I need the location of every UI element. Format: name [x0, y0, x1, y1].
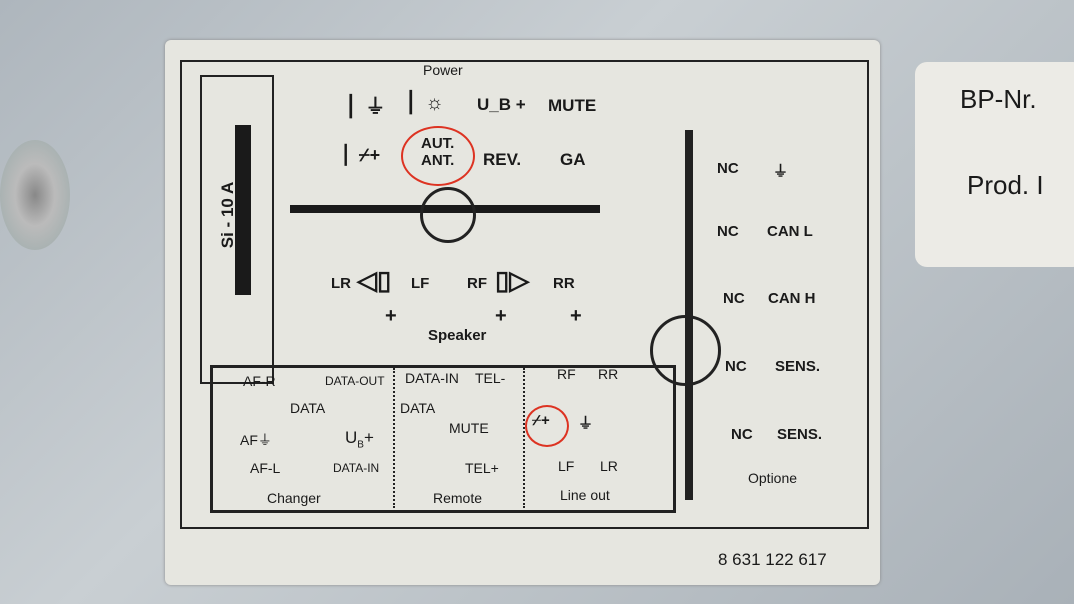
changer-af-gnd: AF⏚: [240, 432, 272, 448]
changer-data-out: DATA-OUT: [325, 374, 385, 388]
opt-gnd: ⏚: [773, 163, 789, 180]
lineout-rf: RF: [557, 366, 576, 382]
changer-data-in: DATA-IN: [333, 461, 380, 475]
switch-plus-icon: ▏⌿+: [345, 145, 381, 165]
locator-ring: [420, 187, 476, 243]
ground-icon-2: ⏚: [578, 415, 594, 432]
changer-ub-sub: B: [357, 439, 364, 451]
section-divider: [393, 368, 395, 508]
ub-label: U_B +: [477, 95, 526, 114]
speaker-lr: LR: [331, 275, 351, 292]
remote-tel-minus: TEL-: [475, 370, 506, 386]
opt-nc-1: NC: [717, 160, 739, 177]
ga-label: GA: [560, 150, 586, 169]
lineout-lf: LF: [558, 458, 575, 474]
sticker: BP-Nr. Prod. I: [915, 62, 1074, 267]
changer-af-l: AF-L: [250, 460, 281, 476]
fuse-bar: [235, 125, 251, 295]
changer-af-r: AF-R: [243, 373, 276, 389]
fuse-label: Si - 10 A: [218, 181, 238, 249]
bp-nr-label: BP-Nr.: [960, 84, 1037, 114]
optione-frame: [685, 130, 843, 500]
ground-icon: ▏⏚: [350, 96, 386, 118]
speaker-rf: RF: [467, 275, 487, 292]
speaker-icon-right: ▯▷: [495, 265, 530, 295]
mini-iso-frame: [210, 365, 676, 513]
speaker-plus-2: +: [495, 305, 507, 327]
remote-data: DATA: [400, 400, 436, 416]
opt-nc-5: NC: [731, 426, 753, 443]
speaker-icon-left: ◁▯: [357, 265, 392, 295]
section-divider-2: [523, 368, 525, 508]
prod-label: Prod. I: [967, 170, 1044, 200]
opt-can-h: CAN H: [768, 290, 816, 307]
speaker-plus: +: [385, 305, 397, 327]
optione-title: Optione: [748, 470, 798, 486]
opt-nc-4: NC: [725, 358, 747, 375]
switch-plus-icon-2: ⌿+: [532, 412, 550, 429]
changer-data: DATA: [290, 400, 326, 416]
remote-mute: MUTE: [449, 420, 489, 436]
changer-title: Changer: [267, 490, 321, 506]
speaker-title: Speaker: [428, 327, 487, 344]
changer-ub: UB+: [345, 428, 374, 450]
opt-sens-2: SENS.: [777, 426, 823, 443]
changer-ub-plus: +: [363, 428, 374, 447]
mute-label: MUTE: [548, 96, 597, 115]
opt-can-l: CAN L: [767, 223, 813, 240]
label-border: [180, 60, 869, 529]
opt-nc-2: NC: [717, 223, 739, 240]
light-icon: ▏☼: [410, 92, 444, 114]
rev-label: REV.: [483, 150, 522, 169]
remote-data-in: DATA-IN: [405, 370, 459, 386]
highlight-circle: [401, 126, 475, 186]
remote-title: Remote: [433, 490, 483, 506]
speaker-rr: RR: [553, 275, 575, 292]
power-title: Power: [423, 62, 463, 78]
speaker-plus-3: +: [570, 305, 582, 327]
changer-ub-u: U: [345, 428, 358, 447]
screw: [0, 140, 70, 250]
remote-tel-plus: TEL+: [465, 460, 499, 476]
lineout-lr: LR: [600, 458, 618, 474]
opt-sens-1: SENS.: [775, 358, 821, 375]
fuse-box: [200, 75, 274, 384]
highlight-circle-2: [525, 405, 569, 447]
part-number: 8 631 122 617: [718, 550, 827, 569]
speaker-lf: LF: [411, 275, 430, 292]
connector-label: Si - 10 A Power ▏⏚ ▏☼ U_B + MUTE ▏⌿+ AUT…: [165, 40, 880, 585]
lineout-rr: RR: [598, 366, 619, 382]
lineout-title: Line out: [560, 487, 610, 503]
opt-nc-3: NC: [723, 290, 745, 307]
